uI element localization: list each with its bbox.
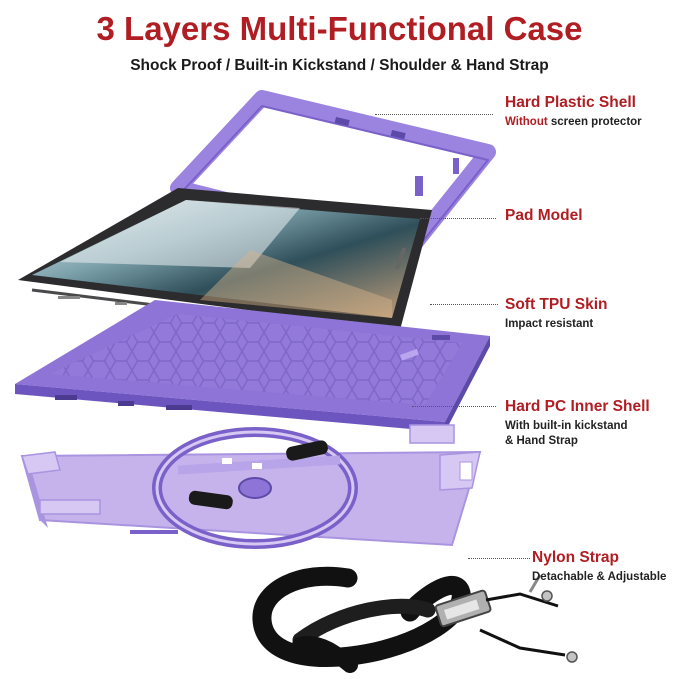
callout-nylon-strap: Nylon Strap Detachable & Adjustable <box>532 549 666 585</box>
callout-tpu-heading: Soft TPU Skin <box>505 296 608 313</box>
callout-hard-pc-inner-shell: Hard PC Inner Shell With built-in kickst… <box>505 398 650 449</box>
callout-tpu-description: Impact resistant <box>505 318 594 330</box>
callout-shell-rest: screen protector <box>550 116 642 128</box>
soft-tpu-skin <box>15 300 490 432</box>
callout-strap-description: Detachable & Adjustable <box>532 571 667 583</box>
callout-pad-model: Pad Model <box>505 207 583 225</box>
callout-shell-heading: Hard Plastic Shell <box>505 94 636 111</box>
callout-strap-heading: Nylon Strap <box>532 549 619 566</box>
callout-shell-description: Without screen protector <box>505 115 642 130</box>
callout-shell-highlight: Without <box>505 116 548 128</box>
page-subtitle: Shock Proof / Built-in Kickstand / Shoul… <box>130 57 549 74</box>
callout-hard-plastic-shell: Hard Plastic Shell Without screen protec… <box>505 94 642 130</box>
leader-line-pad <box>420 218 496 219</box>
callout-inner-heading: Hard PC Inner Shell <box>505 398 650 415</box>
leader-line-tpu <box>430 304 498 305</box>
leader-line-shell <box>375 114 493 115</box>
callout-pad-heading: Pad Model <box>505 207 583 224</box>
nylon-strap <box>252 566 578 673</box>
callout-inner-description-2: & Hand Strap <box>505 435 578 447</box>
leader-line-inner <box>412 406 496 407</box>
page-title: 3 Layers Multi-Functional Case <box>96 10 583 47</box>
hard-pc-inner-shell <box>20 424 482 549</box>
pad-model <box>18 188 432 337</box>
callout-soft-tpu-skin: Soft TPU Skin Impact resistant <box>505 296 607 332</box>
callout-inner-description-1: With built-in kickstand <box>505 420 628 432</box>
leader-line-strap <box>468 558 530 559</box>
